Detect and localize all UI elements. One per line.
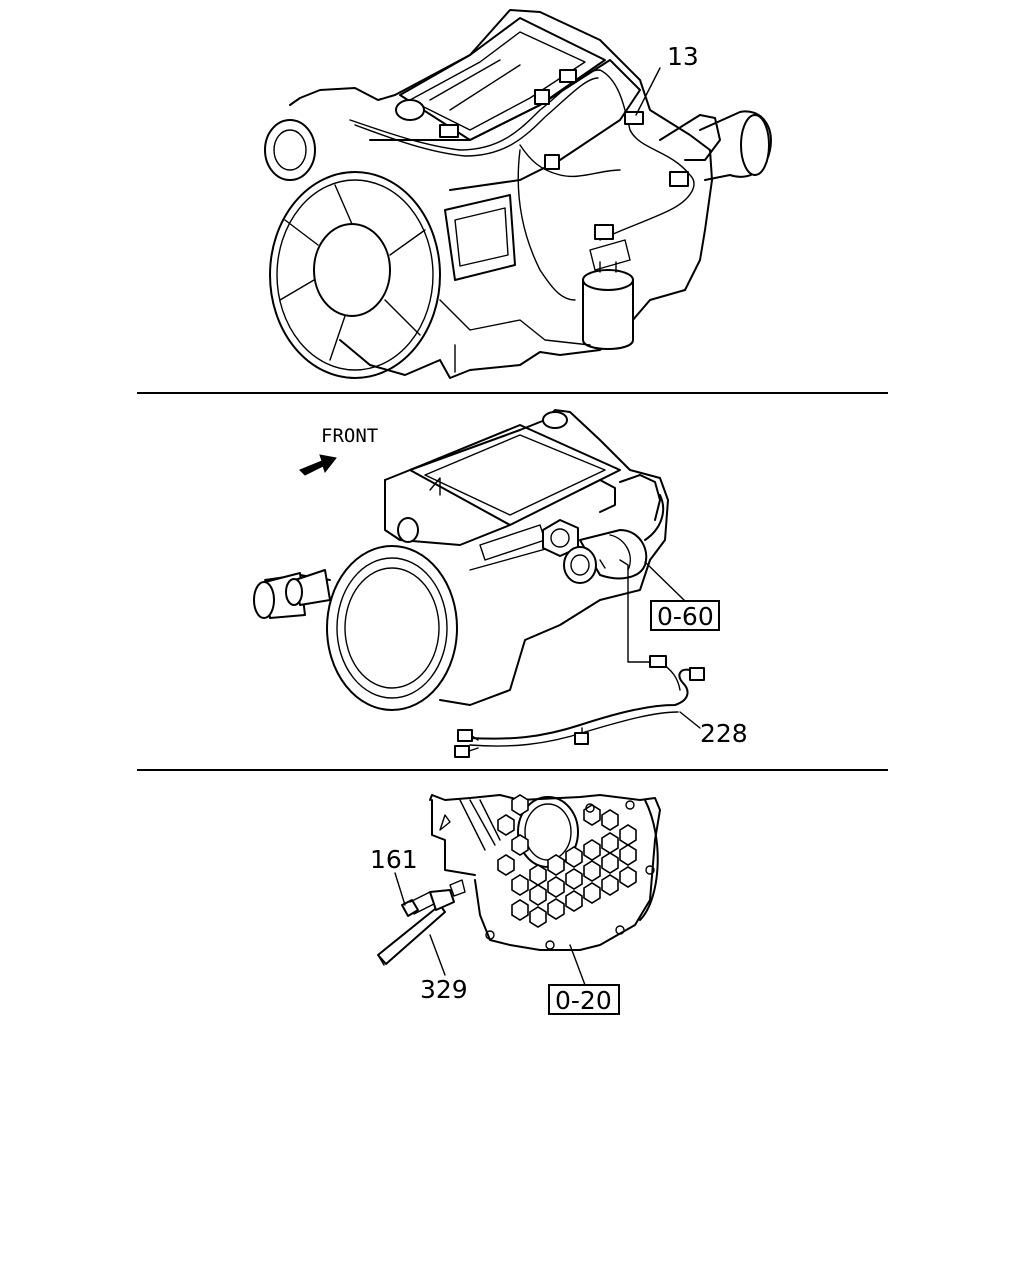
callout-228-label: 228 (700, 719, 748, 748)
callout-161-label: 161 (370, 845, 418, 874)
front-arrow-icon (299, 454, 337, 476)
engine-top-illustration (264, 9, 772, 379)
front-indicator: FRONT (299, 425, 378, 476)
rod-329 (377, 889, 455, 966)
callout-0-60[interactable]: 0-60 (644, 561, 720, 631)
flywheel-housing (326, 545, 458, 711)
callout-13-label: 13 (667, 42, 699, 71)
callout-0-60-box (650, 600, 720, 631)
callout-329-label: 329 (420, 975, 468, 1004)
engine-middle-illustration (253, 409, 669, 711)
callout-13[interactable]: 13 (635, 42, 699, 116)
flywheel-housing-illustration (429, 794, 661, 951)
callout-228[interactable]: 228 (679, 711, 748, 748)
callout-0-20-box (548, 984, 620, 1015)
wire-harness-228 (454, 655, 705, 758)
callout-161[interactable]: 161 (370, 845, 418, 906)
callout-0-60-label: 0-60 (657, 602, 714, 631)
bolt-161 (401, 891, 435, 917)
callout-0-20-label: 0-20 (555, 986, 612, 1015)
callout-0-20[interactable]: 0-20 (548, 944, 620, 1015)
front-label: FRONT (321, 425, 378, 447)
callout-329[interactable]: 329 (420, 934, 468, 1004)
honeycomb-ribs (497, 794, 637, 928)
cooling-fan (269, 171, 441, 379)
